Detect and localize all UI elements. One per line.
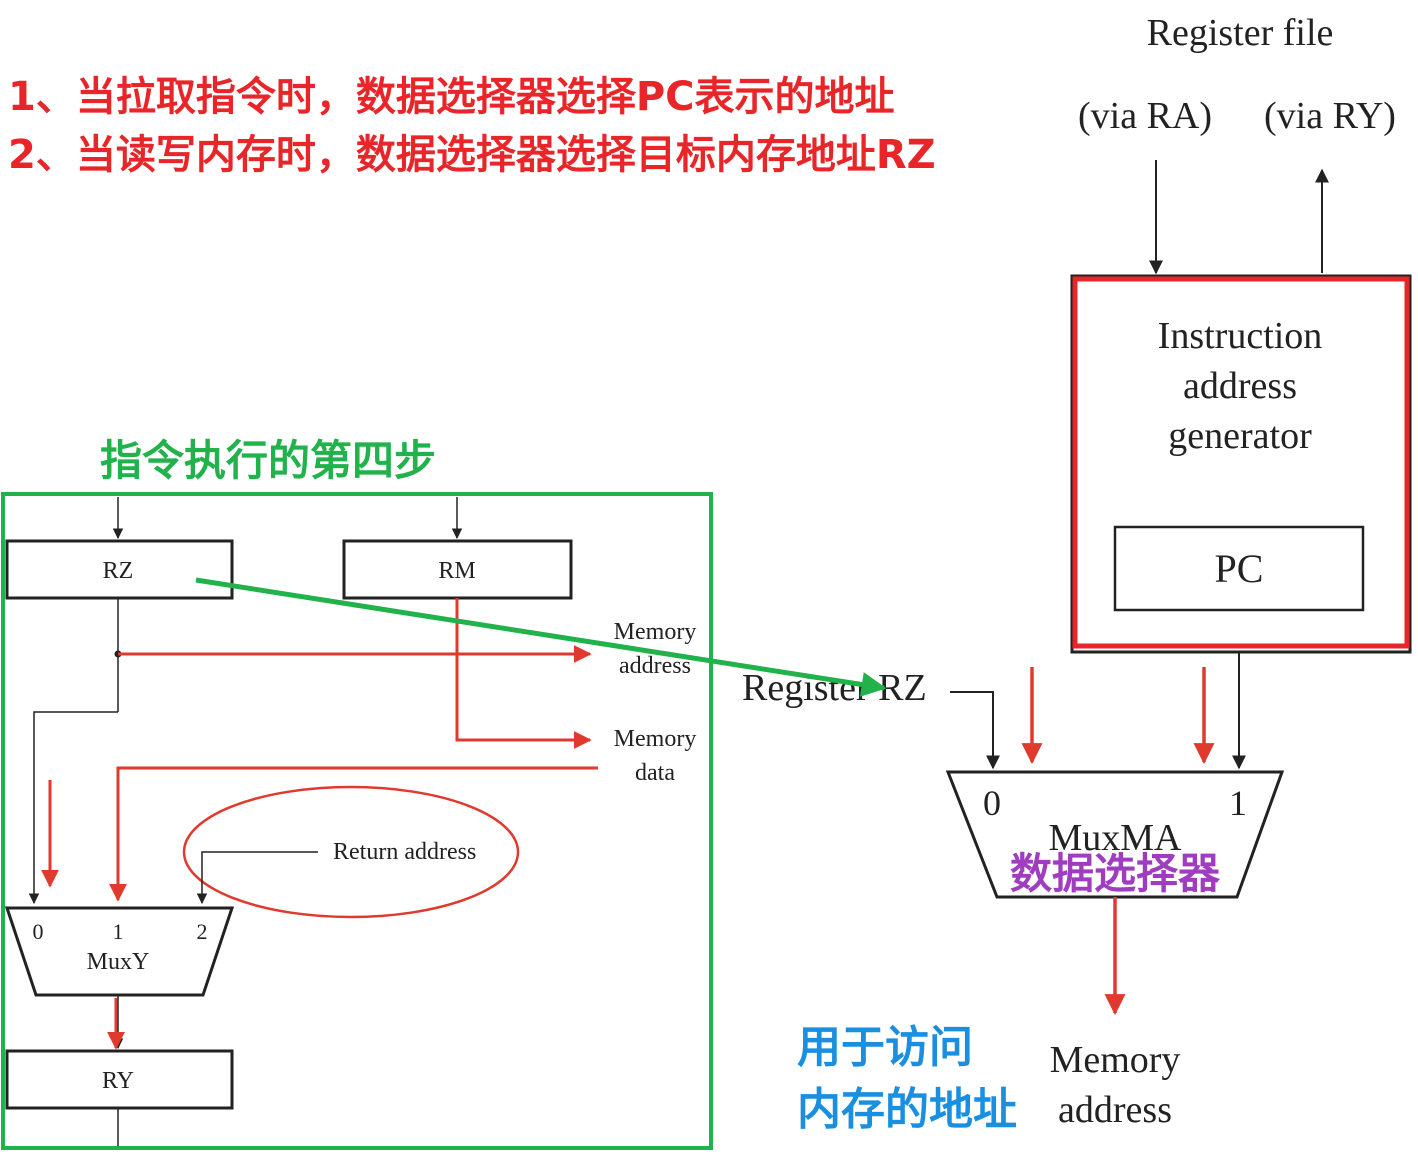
- muxma-input0-label: 0: [983, 783, 1001, 823]
- output-memory-address-line2: address: [1058, 1089, 1172, 1131]
- rm-label: RM: [438, 558, 475, 584]
- muxy-input0-label: 0: [33, 919, 44, 944]
- return-address-label: Return address: [333, 839, 476, 865]
- pc-register: [1113, 525, 1365, 612]
- register-rz-label: Register RZ: [742, 667, 927, 709]
- return-address-wire: [196, 851, 318, 905]
- iag-label-line3: generator: [1168, 415, 1312, 457]
- register-rz-to-muxma-wire: [950, 691, 1000, 770]
- register-file-label: Register file: [1147, 12, 1334, 54]
- ry-label: RY: [102, 1068, 134, 1094]
- rz-label: RZ: [103, 558, 134, 584]
- via-ry-label: (via RY): [1264, 95, 1396, 137]
- rm-register: [342, 539, 573, 600]
- note-memory-access: 2、当读写内存时，数据选择器选择目标内存地址RZ: [8, 132, 936, 178]
- iag-highlight-frame: [1072, 276, 1410, 649]
- note-fetch: 1、当拉取指令时，数据选择器选择PC表示的地址: [8, 74, 895, 120]
- pc-label: PC: [1215, 546, 1264, 591]
- muxma-input1-label: 1: [1229, 783, 1247, 823]
- memory-data-label-line2: data: [635, 760, 675, 786]
- rz-register: [5, 539, 234, 600]
- rm-to-memory-data-flow: [455, 598, 592, 749]
- output-memory-address-line1: Memory: [1050, 1039, 1181, 1081]
- memory-data-label-line1: Memory: [614, 726, 697, 752]
- iag-label-line2: address: [1183, 365, 1297, 407]
- step-title: 指令执行的第四步: [100, 436, 436, 485]
- via-ra-label: (via RA): [1078, 95, 1212, 137]
- ry-register: [5, 1049, 234, 1110]
- return-address-highlight: [182, 785, 520, 919]
- muxma-multiplexer: [945, 770, 1285, 899]
- rz-to-register-rz-highlight: [195, 577, 887, 697]
- muxy-input2-label: 2: [197, 919, 208, 944]
- rz-to-muxy-wire: [28, 711, 118, 905]
- memory-data-to-muxy-flow: [109, 766, 598, 902]
- muxy-input1-label: 1: [113, 919, 124, 944]
- memory-access-note-line1: 用于访问: [797, 1022, 973, 1073]
- muxy-multiplexer: [4, 906, 235, 997]
- muxy-label: MuxY: [87, 949, 150, 975]
- memory-access-note-line2: 内存的地址: [797, 1084, 1017, 1135]
- muxma-chinese-label: 数据选择器: [1010, 849, 1221, 898]
- step-four-frame: [1, 492, 713, 1150]
- iag-label-line1: Instruction: [1158, 315, 1323, 357]
- memory-address-label-line1: Memory: [614, 619, 697, 645]
- muxma-label: MuxMA: [1048, 817, 1182, 859]
